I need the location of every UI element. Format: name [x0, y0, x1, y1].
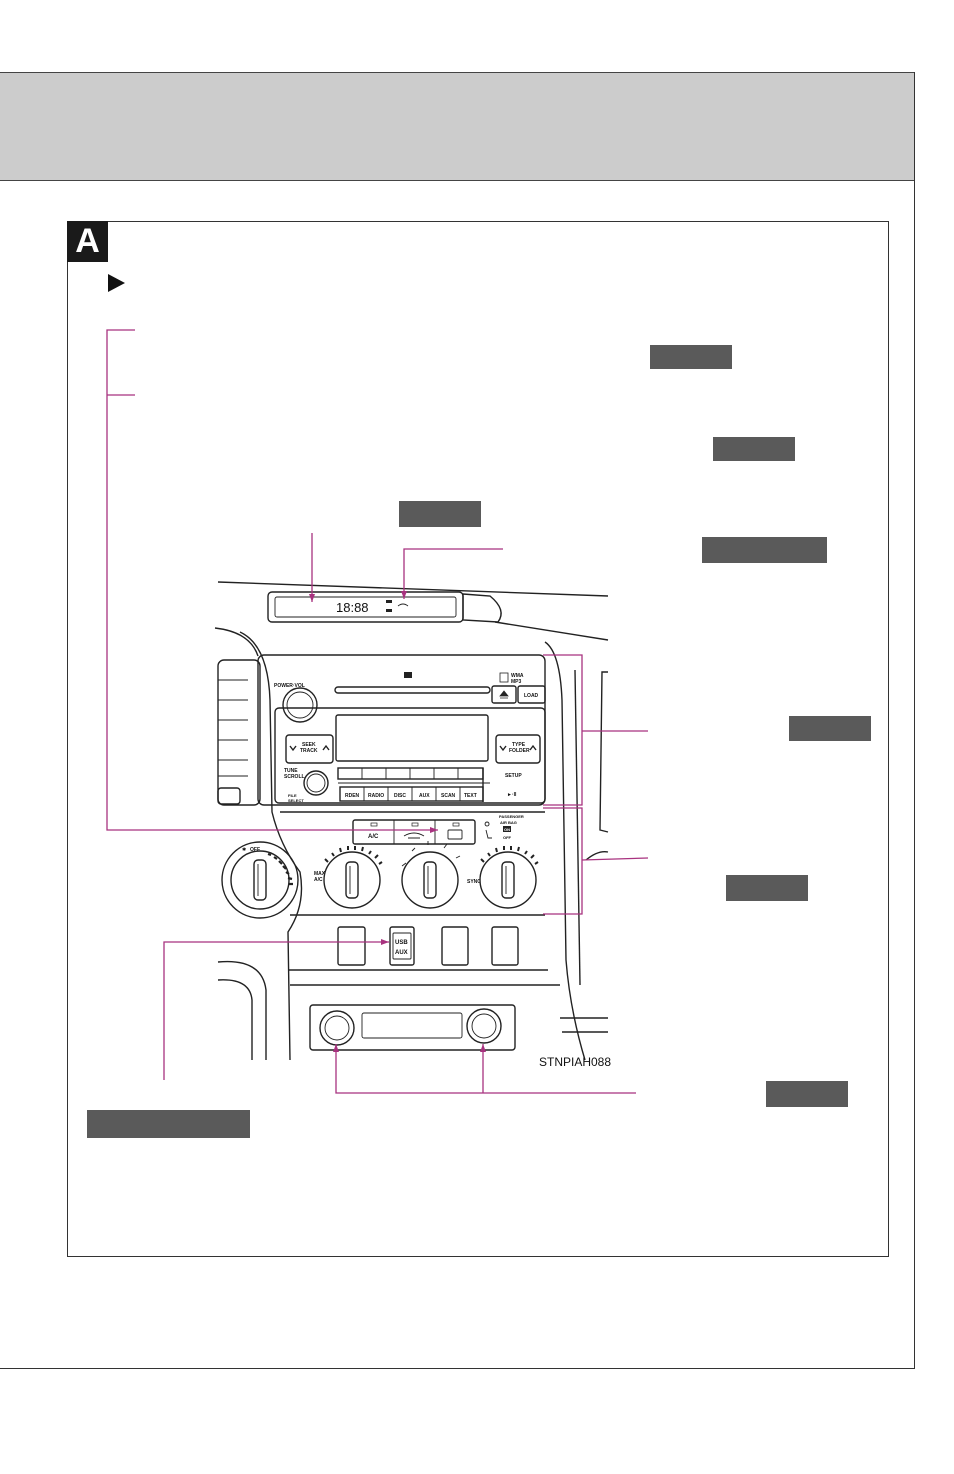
fan-icon: ✱: [242, 847, 247, 853]
fan-off-label: OFF: [250, 847, 260, 853]
page-frame-bottom: [0, 1368, 915, 1369]
page-reference-box: [702, 537, 827, 563]
airbag-indicator: PASSENGER AIR BAG ON OFF: [484, 814, 524, 840]
tune-label: TUNE: [284, 768, 298, 774]
seek-label: SEEK: [302, 742, 316, 748]
switch-panel: USB AUX: [288, 926, 560, 986]
usb-label: USB: [395, 940, 408, 946]
wma-label: WMA: [511, 673, 524, 679]
max-ac-label: A/C: [314, 877, 323, 883]
page-reference-box: [399, 501, 481, 527]
power-outlet-right[interactable]: [466, 1008, 502, 1044]
passenger-temperature-knob[interactable]: [479, 846, 539, 909]
airbag-line-2: AIR BAG: [500, 820, 517, 825]
file-label: FILE: [288, 793, 297, 798]
chapter-header-band: [0, 72, 914, 181]
type-label: TYPE: [512, 742, 526, 748]
rear-defogger-icon: [447, 829, 463, 840]
usb-aux-port[interactable]: USB AUX: [389, 926, 415, 966]
cd-slot[interactable]: [334, 686, 491, 694]
radio-button-label[interactable]: RADIO: [368, 793, 384, 799]
air-outlet-knob[interactable]: [401, 841, 461, 909]
power-outlet-compartment: [217, 960, 608, 1060]
load-label: LOAD: [524, 693, 539, 699]
track-label: TRACK: [300, 748, 318, 754]
chevron-down-icon: [289, 745, 297, 752]
section-box: [67, 221, 889, 1257]
callout-audio-bracket: [543, 654, 648, 806]
preset-button-strip[interactable]: [337, 767, 490, 802]
power-vol-label: POWER·VOL: [274, 683, 305, 689]
chevron-up-icon: [322, 744, 330, 751]
chevron-down-icon: [499, 745, 507, 752]
clock-readout: 18:88: [336, 600, 369, 615]
mp3-label: MP3: [511, 679, 522, 685]
scan-button-label[interactable]: SCAN: [441, 793, 456, 799]
page-reference-box: [726, 875, 808, 901]
left-air-vent: [217, 631, 303, 1061]
seek-track-button[interactable]: SEEK TRACK: [285, 734, 334, 764]
page-reference-box: [789, 716, 871, 741]
airflow-mode-icons: [401, 841, 461, 867]
scroll-label: SCROLL: [284, 774, 305, 780]
climate-button-strip[interactable]: A/C: [352, 819, 476, 845]
airbag-off: OFF: [503, 835, 512, 840]
play-pause-button-label[interactable]: ►·II: [507, 792, 517, 798]
center-stack-right-edge: [544, 641, 609, 1061]
load-button[interactable]: LOAD: [517, 685, 546, 704]
eject-button[interactable]: [491, 685, 517, 704]
air-vent-icon: [462, 593, 502, 623]
disc-button-label[interactable]: DISC: [394, 793, 406, 799]
page-reference-box: [87, 1110, 250, 1138]
climate-panel: A/C PASSENGER AIR BAG ON OFF OFF ✱ MAX A…: [221, 811, 545, 919]
front-defogger-icon: [403, 832, 425, 839]
eject-icon: [499, 690, 509, 699]
indicator-icon: [397, 603, 409, 607]
figure-code: STNPIAH088: [539, 1055, 611, 1069]
power-outlet-left[interactable]: [319, 1010, 355, 1046]
seated-person-icon: [484, 821, 492, 839]
page-reference-box: [713, 437, 795, 461]
fan-speed-knob[interactable]: OFF ✱: [221, 841, 299, 919]
blank-switch: [491, 926, 519, 966]
preset-button-label[interactable]: RDEN: [345, 793, 360, 799]
blank-switch: [441, 926, 469, 966]
page-reference-box: [650, 345, 732, 369]
callout-climate-bracket: [543, 807, 649, 915]
triangle-right-icon: [108, 274, 125, 292]
airbag-line-1: PASSENGER: [499, 814, 524, 819]
ac-button-label[interactable]: A/C: [368, 834, 379, 840]
audio-unit: WMA MP3 LOAD POWER·VOL SEEK TRACK TYP: [257, 654, 546, 806]
setup-button-label[interactable]: SETUP: [505, 773, 522, 779]
chevron-up-icon: [529, 744, 537, 751]
sync-label: SYNC: [467, 879, 481, 885]
type-folder-button[interactable]: TYPE FOLDER: [495, 734, 541, 764]
power-volume-knob[interactable]: [282, 687, 318, 723]
tune-scroll-knob[interactable]: [303, 770, 329, 796]
airbag-on: ON: [504, 827, 510, 832]
callout-power-outlet-left: [333, 1044, 636, 1094]
callout-lines: [106, 329, 649, 1094]
audio-screen: [335, 714, 489, 762]
callout-usb: [163, 939, 389, 1080]
max-label: MAX: [314, 871, 326, 877]
callout-indicator: [401, 548, 503, 599]
function-button-row: RDEN RADIO DISC AUX SCAN TEXT: [339, 786, 484, 802]
page-reference-box: [766, 1081, 848, 1107]
clock-display: 18:88: [267, 591, 502, 623]
aux-button-label[interactable]: AUX: [419, 793, 430, 799]
temperature-knob[interactable]: [323, 846, 383, 909]
aux-label: AUX: [395, 950, 408, 956]
text-button-label[interactable]: TEXT: [464, 793, 477, 799]
folder-label: FOLDER: [509, 748, 530, 754]
page-frame-right: [914, 72, 915, 1369]
section-letter: A: [67, 221, 108, 262]
blank-switch: [337, 926, 366, 966]
select-label: SELECT: [288, 798, 304, 803]
callout-defogger: [106, 329, 438, 833]
dashboard-top: [214, 581, 609, 657]
